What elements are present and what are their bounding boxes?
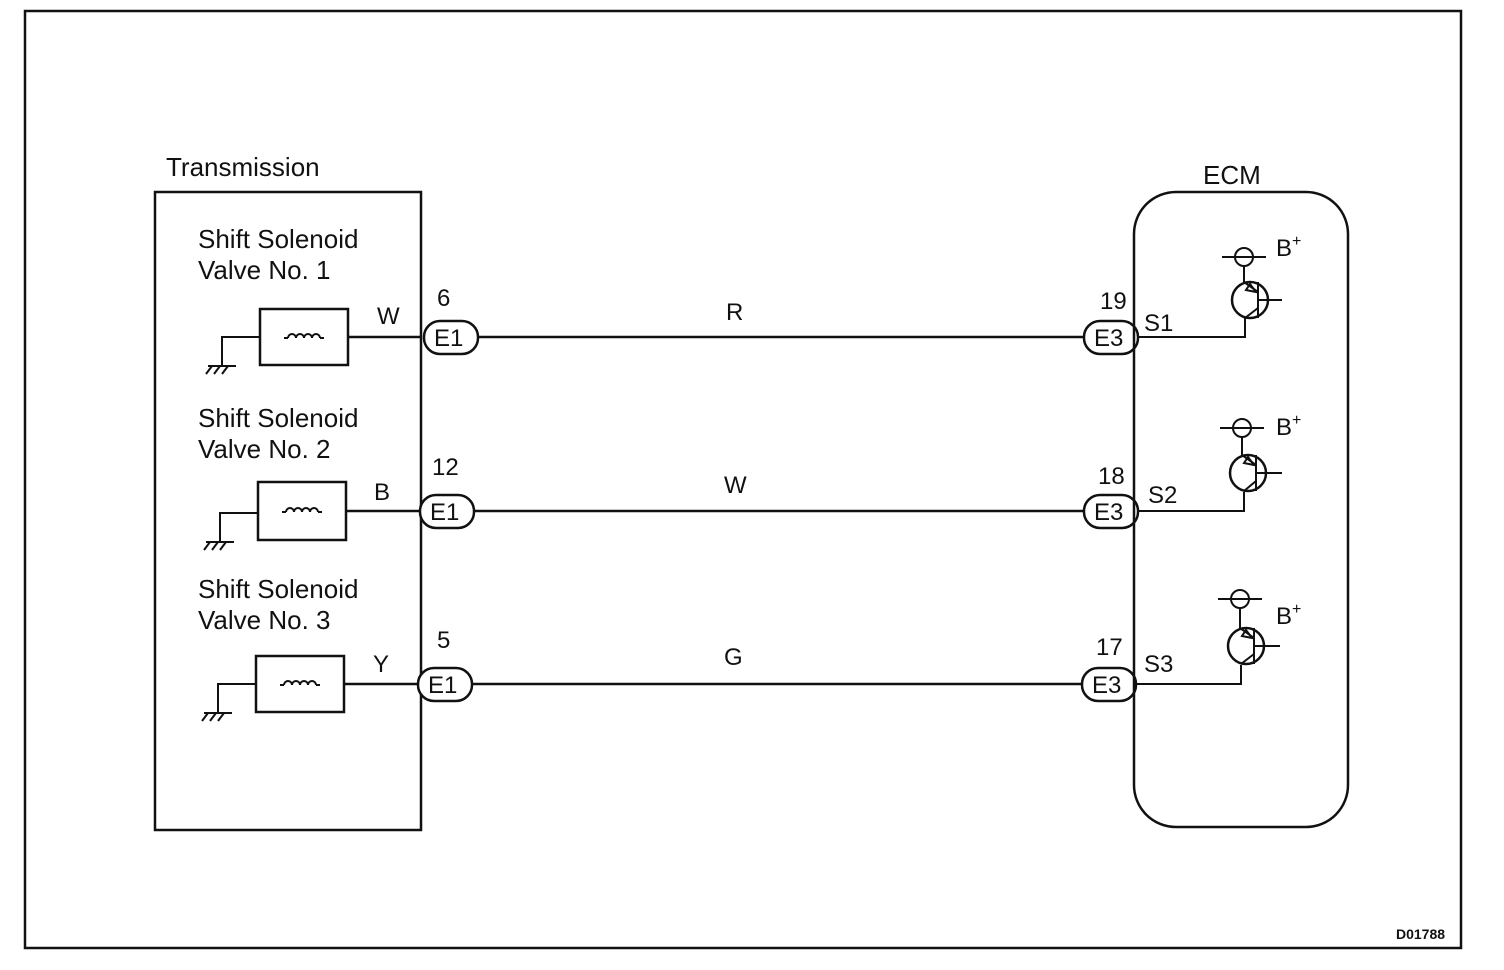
connector-e3-label-1: E3	[1094, 325, 1123, 352]
solenoid-1-name-line1: Shift Solenoid	[198, 224, 358, 254]
ground-icon	[201, 712, 232, 722]
ecm-terminal-s3: S3	[1144, 651, 1173, 678]
transmission-label: Transmission	[166, 152, 320, 182]
solenoid-2-ground-wire	[219, 512, 258, 542]
connector-e1-label-3: E1	[428, 672, 457, 699]
solenoid-3-ground-wire	[217, 683, 256, 713]
solenoid-3-name-line1: Shift Solenoid	[198, 574, 358, 604]
solenoid-2-name-line1: Shift Solenoid	[198, 403, 358, 433]
connector-e3-label-2: E3	[1094, 499, 1123, 526]
circuit-2: W E1 12 E3 18	[418, 454, 1140, 530]
ecm-driver-3: S3 B+	[1136, 589, 1301, 685]
ecm-label: ECM	[1203, 160, 1261, 190]
connector-e1-label-1: E1	[434, 325, 463, 352]
diagram-frame	[23, 9, 1463, 950]
connector-e3-label-3: E3	[1092, 672, 1121, 699]
solenoid-valve-1: Shift Solenoid Valve No. 1 W	[198, 224, 421, 375]
solenoid-1-coil-icon	[287, 333, 321, 339]
connector-e1-circuit-2	[418, 493, 476, 530]
ecm-supply-1: B+	[1276, 233, 1301, 262]
connector-e3-pin-2: 18	[1098, 463, 1125, 490]
harness-wire-1-color: R	[726, 299, 743, 326]
ecm-driver-2-wire	[1138, 492, 1245, 512]
ground-icon	[203, 541, 234, 551]
solenoid-valve-3: Shift Solenoid Valve No. 3 Y	[198, 574, 421, 722]
solenoid-3-coil-icon	[283, 680, 317, 686]
connector-e1-label-2: E1	[430, 499, 459, 526]
circuit-1: R E1 6 E3 19	[422, 285, 1140, 356]
solenoid-1-ground-wire	[221, 336, 260, 366]
connector-e1-pin-3: 5	[437, 627, 450, 654]
solenoid-2-wire-color: B	[374, 479, 390, 506]
solenoid-2-name-line2: Valve No. 2	[198, 434, 330, 464]
ecm-driver-2: S2 B+	[1138, 412, 1301, 512]
connector-e1-pin-1: 6	[437, 285, 450, 312]
solenoid-2-coil-icon	[285, 507, 319, 513]
circuit-3: G E1 5 E3 17	[416, 627, 1138, 703]
connector-e1-circuit-3	[416, 666, 474, 703]
ecm-terminal-s2: S2	[1148, 482, 1177, 509]
connector-e1-circuit-1	[422, 319, 480, 356]
ecm-box	[1132, 190, 1350, 829]
ecm-supply-3: B+	[1276, 601, 1301, 630]
connector-e3-pin-1: 19	[1100, 288, 1127, 315]
harness-wire-3-color: G	[724, 644, 743, 671]
ecm-driver-1-wire	[1138, 318, 1246, 338]
solenoid-1-wire-color: W	[377, 303, 400, 330]
ecm-supply-2: B+	[1276, 412, 1301, 441]
harness-wire-2-color: W	[724, 472, 747, 499]
connector-e3-pin-3: 17	[1096, 634, 1123, 661]
solenoid-3-wire-color: Y	[373, 651, 389, 678]
ground-icon	[205, 365, 236, 375]
solenoid-3-name-line2: Valve No. 3	[198, 605, 330, 635]
ecm-driver-1: S1 B+	[1138, 233, 1301, 338]
connector-e1-pin-2: 12	[432, 454, 459, 481]
solenoid-valve-2: Shift Solenoid Valve No. 2 B	[198, 403, 421, 551]
solenoid-1-name-line2: Valve No. 1	[198, 255, 330, 285]
figure-code: D01788	[1396, 926, 1445, 942]
ecm-terminal-s1: S1	[1144, 310, 1173, 337]
ecm-driver-3-wire	[1136, 665, 1242, 685]
